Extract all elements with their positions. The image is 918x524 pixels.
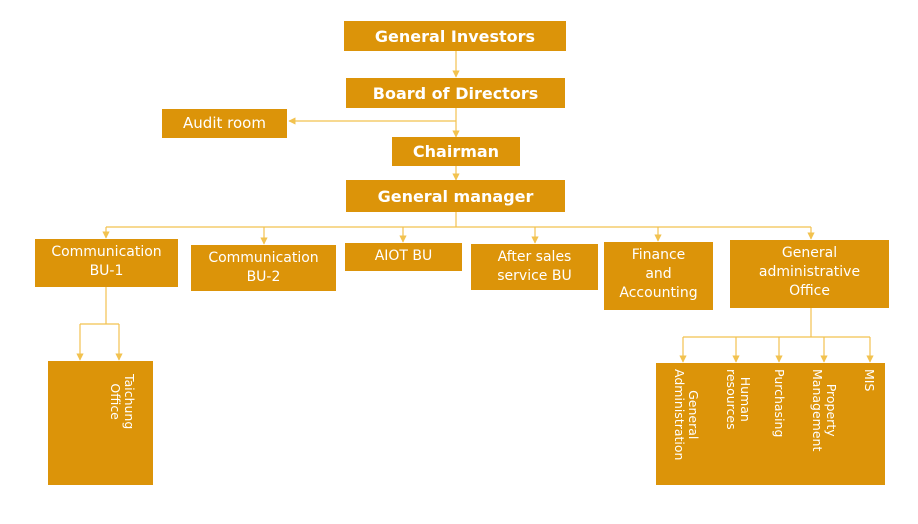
bu1-offices-box: Taichung Office Kaohsiung Office [48,361,191,485]
general-administration-label: General Administration [672,369,701,461]
board-of-directors-box: Board of Directors [346,78,565,108]
audit-room-label: Audit room [183,114,266,132]
admin-units-box: General Administration Human resources P… [656,363,885,485]
general-manager-label: General manager [377,186,534,206]
department-box: Finance and Accounting [604,242,713,310]
human-resources-label: Human resources [724,369,753,430]
department-box: After sales service BU [471,244,598,290]
taichung-office-label: Taichung Office [108,374,137,430]
department-box: AIOT BU [345,243,462,271]
board-of-directors-label: Board of Directors [372,83,539,103]
mis-label: MIS [862,369,877,392]
department-box: General administrative Office [730,240,889,308]
property-management-label: Property Management [810,369,839,452]
department-box: Communication BU-1 [35,239,178,287]
department-label: General administrative Office [758,245,861,299]
general-investors-box: General Investors [344,21,566,51]
general-manager-box: General manager [346,180,565,212]
department-label: Communication BU-1 [51,244,162,279]
general-investors-label: General Investors [374,26,536,46]
audit-room-box: Audit room [162,109,287,138]
department-label: AIOT BU [374,248,433,264]
department-label: Finance and Accounting [619,247,698,301]
department-label: After sales service BU [497,249,572,284]
department-label: Communication BU-2 [208,250,319,285]
chairman-box: Chairman [392,137,520,166]
department-box: Communication BU-2 [191,245,336,291]
kaohsiung-office-label: Kaohsiung Office [162,374,191,439]
purchasing-label: Purchasing [772,369,787,438]
chairman-label: Chairman [412,142,500,161]
